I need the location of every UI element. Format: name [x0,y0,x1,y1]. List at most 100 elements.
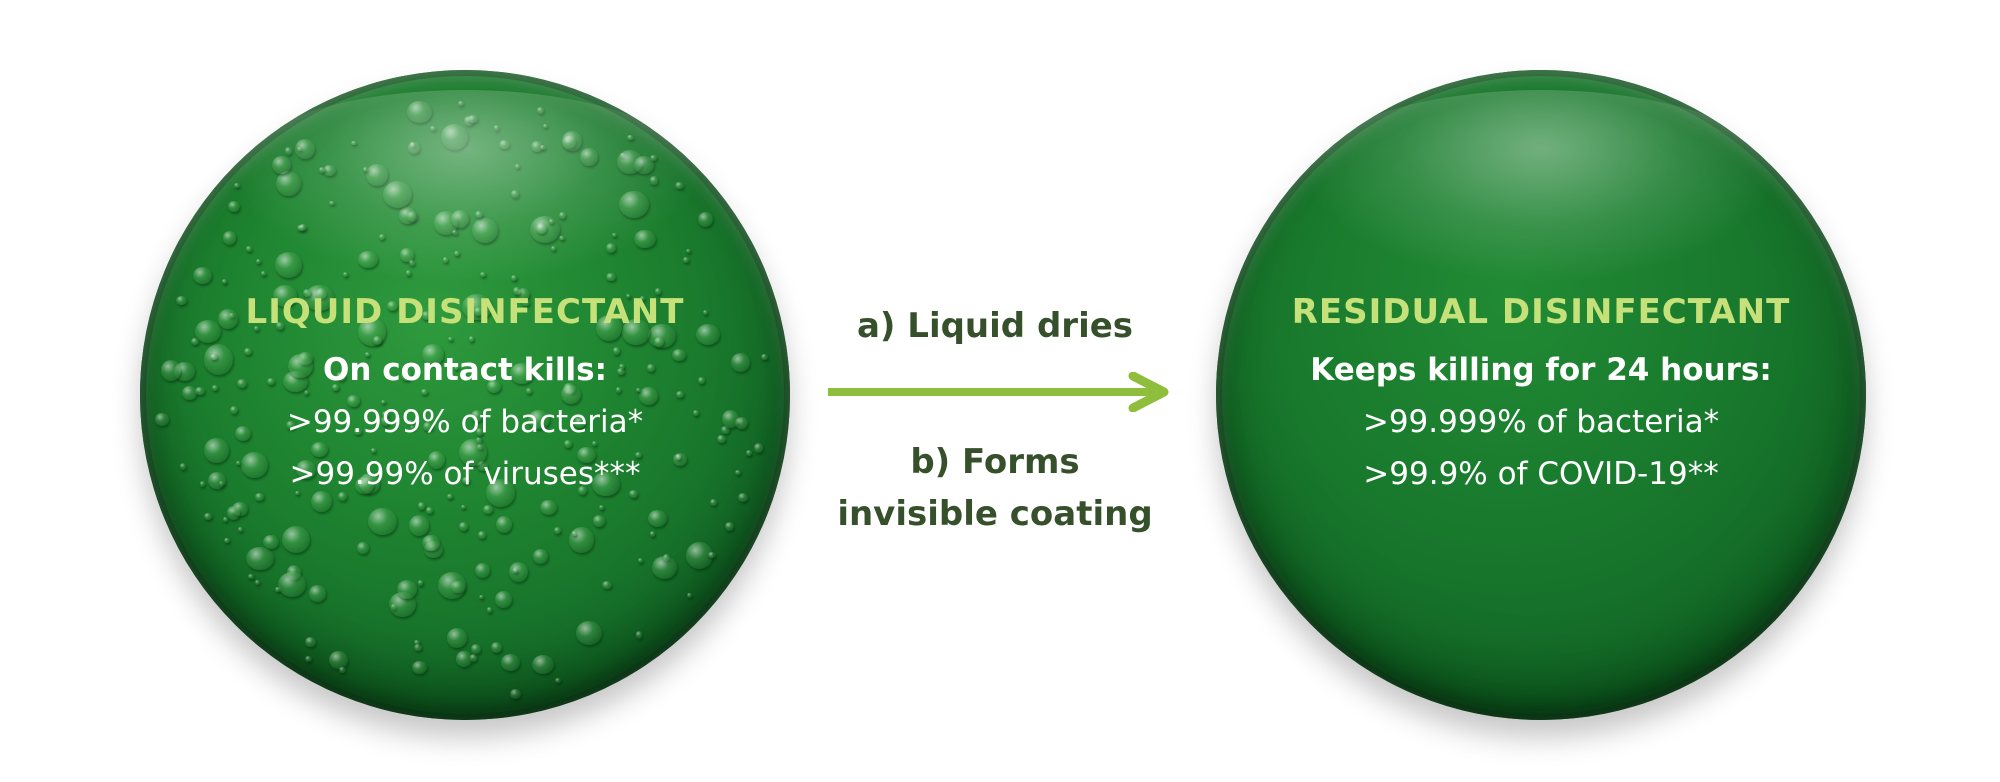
water-droplet [354,476,374,495]
water-droplet [191,338,199,345]
water-droplet [499,139,510,150]
water-droplet [635,387,641,393]
water-droplet [222,517,228,523]
water-droplet [296,459,317,479]
water-droplet [456,651,472,667]
disc-gloss-highlight [218,89,712,285]
water-droplet [540,500,557,516]
water-droplet [210,353,218,361]
water-droplet [362,166,368,172]
water-droplet [199,481,205,487]
water-droplet [461,476,471,485]
water-droplet [599,505,605,510]
water-droplet [155,412,170,426]
water-droplet [387,300,398,311]
water-droplet [470,644,481,654]
water-droplet [422,535,440,552]
water-droplet [203,344,234,375]
disc-gloss-highlight [1294,89,1788,285]
water-droplet [478,531,487,540]
water-droplet [612,347,621,356]
water-droplet [571,530,577,536]
water-droplet [619,190,650,219]
water-droplet [559,212,566,219]
liquid-disinfectant-bacteria: >99.999% of bacteria* [286,404,644,440]
water-droplet [421,310,432,320]
water-droplet [459,522,468,532]
water-droplet [485,479,516,507]
water-droplet [475,211,483,219]
water-droplet [710,499,718,507]
water-droplet [595,314,622,342]
water-droplet [675,454,682,460]
water-droplet [236,378,247,388]
water-droplet [256,258,262,265]
water-droplet [629,490,638,498]
water-droplet [458,101,464,106]
water-droplet [426,507,433,514]
water-droplet [592,514,605,528]
water-droplet [441,124,469,150]
water-droplet [218,309,239,330]
water-droplet [448,336,454,342]
water-droplet [473,307,483,317]
water-droplet [160,360,181,381]
water-droplet [248,574,254,579]
water-droplet [522,298,530,307]
water-droplet [682,257,689,263]
water-droplet [635,631,643,639]
water-droplet [708,551,716,559]
water-droplet [553,527,561,534]
water-droplet [382,411,389,418]
water-droplets-icon [140,70,790,720]
water-droplet [427,451,446,470]
water-droplet [627,134,634,141]
water-droplet [685,248,692,254]
water-droplet [304,284,334,312]
water-droplet [562,130,582,152]
arrow-right-icon [828,372,1169,412]
residual-disinfectant-title: RESIDUAL DISINFECTANT [1291,292,1791,332]
water-droplet [275,252,303,278]
water-droplet [639,387,658,405]
water-droplet [241,451,268,479]
water-droplet [235,460,241,466]
water-droplet [380,416,390,426]
water-droplet [182,386,198,401]
liquid-disinfectant-viruses: >99.99% of viruses*** [289,456,641,492]
water-droplet [305,656,312,663]
water-droplet [267,377,275,386]
water-droplet [272,156,291,174]
water-droplet [576,447,596,464]
water-droplet [421,344,445,365]
water-droplet [536,107,544,115]
water-droplet [262,534,280,550]
water-droplet [573,417,586,429]
water-droplet [633,155,655,175]
water-droplet [702,309,709,316]
water-droplet [721,410,740,428]
water-droplet [234,426,251,442]
water-droplet [483,504,494,514]
water-droplet [323,165,336,177]
water-droplet [408,142,420,155]
water-droplet [649,176,659,185]
water-droplet [671,348,687,362]
residual-disinfectant-bacteria: >99.999% of bacteria* [1362,404,1720,440]
water-droplet [447,493,453,499]
water-droplet [255,493,264,501]
water-droplet [284,147,292,155]
water-droplet [634,229,656,249]
step-b-line1: b) Forms [910,442,1080,482]
water-droplet [339,666,346,674]
water-droplet [475,562,491,578]
water-droplet [276,321,284,330]
water-droplet [486,380,501,393]
water-droplet [446,628,468,648]
water-droplet [304,390,310,396]
water-droplet [409,424,416,431]
water-droplet [580,147,599,167]
water-droplet [380,399,386,405]
water-droplet [346,395,360,407]
